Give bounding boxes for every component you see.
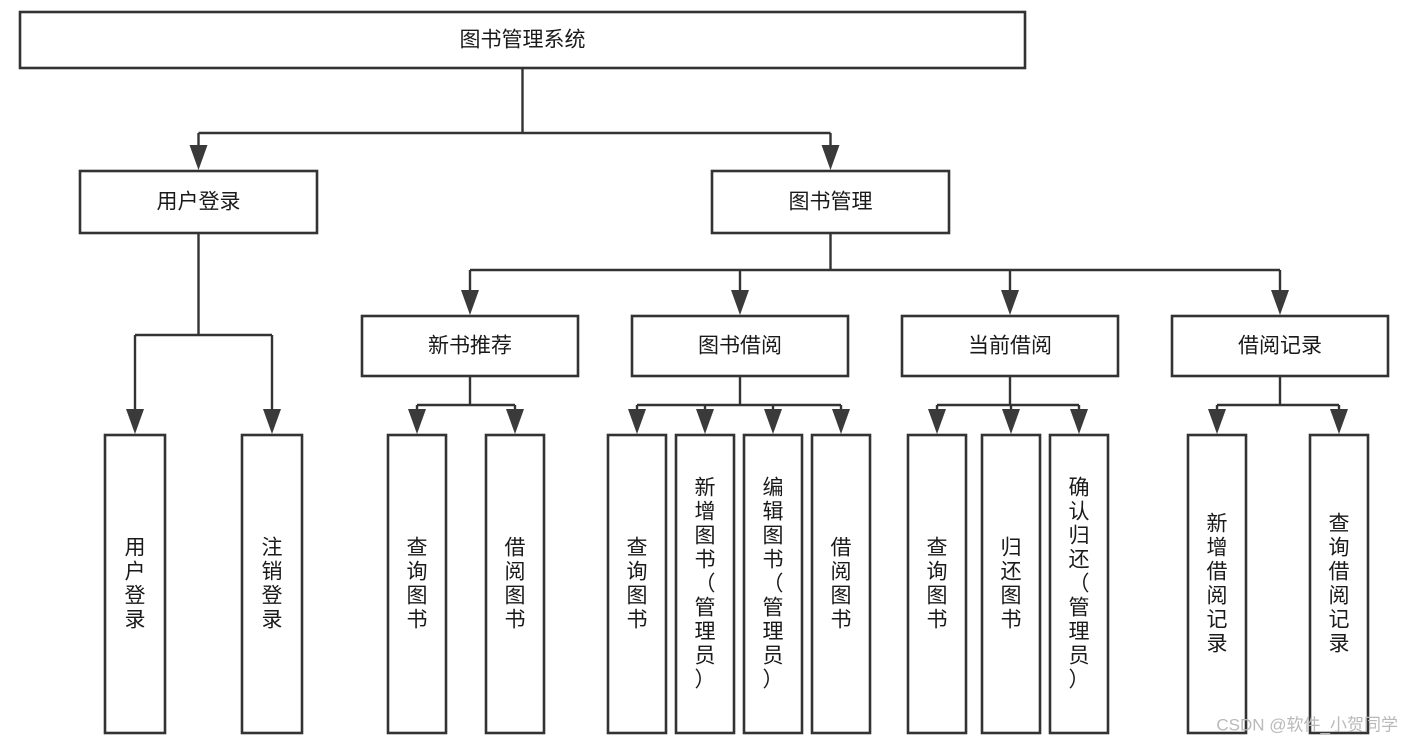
node-leaf-query-record[interactable]: 查询借阅记录 <box>1308 433 1370 735</box>
arrow-head-icon <box>263 409 281 434</box>
node-label: 新增借阅记录 <box>1207 513 1228 656</box>
arrow-head-icon <box>764 409 782 434</box>
node-label: 新增图书（管理员） <box>695 477 716 692</box>
node-box[interactable] <box>484 433 546 735</box>
node-login[interactable]: 用户登录 <box>78 169 319 235</box>
node-leaf-query-book-3[interactable]: 查询图书 <box>906 433 968 735</box>
arrow-head-icon <box>189 145 208 170</box>
node-leaf-add-record[interactable]: 新增借阅记录 <box>1186 433 1248 735</box>
arrow-head-icon <box>1001 290 1019 315</box>
arrow-head-icon <box>408 409 426 434</box>
node-label: 图书管理 <box>789 191 873 214</box>
node-label: 图书管理系统 <box>460 29 586 52</box>
arrow-head-icon <box>928 409 946 434</box>
node-leaf-query-book-1[interactable]: 查询图书 <box>386 433 448 735</box>
connector-layer <box>126 68 1348 434</box>
node-leaf-borrow-book-1[interactable]: 借阅图书 <box>484 433 546 735</box>
arrow-head-icon <box>1271 290 1289 315</box>
node-leaf-return-book[interactable]: 归还图书 <box>980 433 1042 735</box>
node-box[interactable] <box>386 433 448 735</box>
node-box[interactable] <box>1308 433 1370 735</box>
node-box[interactable] <box>810 433 872 735</box>
node-leaf-user-login[interactable]: 用户登录 <box>103 433 167 735</box>
node-label: 查询借阅记录 <box>1329 513 1350 656</box>
node-box[interactable] <box>980 433 1042 735</box>
node-label: 编辑图书（管理员） <box>763 477 784 692</box>
node-label: 图书借阅 <box>698 335 782 358</box>
arrow-head-icon <box>1002 409 1020 434</box>
arrow-head-icon <box>1208 409 1226 434</box>
arrow-head-icon <box>461 290 479 315</box>
node-label: 新书推荐 <box>428 335 512 358</box>
node-box[interactable] <box>674 433 736 735</box>
node-root[interactable]: 图书管理系统 <box>18 10 1027 70</box>
node-leaf-query-book-2[interactable]: 查询图书 <box>606 433 668 735</box>
node-box[interactable] <box>742 433 804 735</box>
node-label: 用户登录 <box>125 537 146 632</box>
node-leaf-edit-book[interactable]: 编辑图书（管理员） <box>742 433 804 735</box>
arrow-head-icon <box>1070 409 1088 434</box>
node-box[interactable] <box>630 314 850 378</box>
arrow-head-icon <box>731 290 749 315</box>
node-box[interactable] <box>360 314 580 378</box>
node-label: 借阅记录 <box>1238 335 1322 358</box>
node-box[interactable] <box>78 169 319 235</box>
node-label: 查询图书 <box>407 537 428 632</box>
node-label: 用户登录 <box>157 191 241 214</box>
node-box[interactable] <box>900 314 1120 378</box>
node-box[interactable] <box>1186 433 1248 735</box>
arrow-head-icon <box>696 409 714 434</box>
node-borrow[interactable]: 图书借阅 <box>630 314 850 378</box>
node-label: 借阅图书 <box>831 537 852 632</box>
node-box[interactable] <box>710 169 951 235</box>
node-label: 当前借阅 <box>968 335 1052 358</box>
node-current[interactable]: 当前借阅 <box>900 314 1120 378</box>
node-box[interactable] <box>1170 314 1390 378</box>
arrow-head-icon <box>628 409 646 434</box>
node-newbook[interactable]: 新书推荐 <box>360 314 580 378</box>
arrow-head-icon <box>821 145 840 170</box>
node-leaf-confirm-return[interactable]: 确认归还（管理员） <box>1048 433 1110 735</box>
node-box[interactable] <box>1048 433 1110 735</box>
node-label: 借阅图书 <box>505 537 526 632</box>
csdn-watermark: CSDN @软件_小贺同学 <box>1216 715 1398 734</box>
node-box[interactable] <box>18 10 1027 70</box>
node-box[interactable] <box>906 433 968 735</box>
node-leaf-user-logout[interactable]: 注销登录 <box>240 433 304 735</box>
node-label: 注销登录 <box>262 537 283 632</box>
node-box[interactable] <box>103 433 167 735</box>
node-label: 归还图书 <box>1001 537 1022 632</box>
arrow-head-icon <box>1330 409 1348 434</box>
arrow-head-icon <box>506 409 524 434</box>
node-layer: 图书管理系统用户登录图书管理新书推荐图书借阅当前借阅借阅记录用户登录注销登录查询… <box>18 10 1390 735</box>
arrow-head-icon <box>832 409 850 434</box>
node-label: 查询图书 <box>627 537 648 632</box>
node-label: 查询图书 <box>927 537 948 632</box>
node-records[interactable]: 借阅记录 <box>1170 314 1390 378</box>
node-bookmgmt[interactable]: 图书管理 <box>710 169 951 235</box>
node-leaf-add-book[interactable]: 新增图书（管理员） <box>674 433 736 735</box>
arrow-head-icon <box>126 409 144 434</box>
node-leaf-borrow-book-2[interactable]: 借阅图书 <box>810 433 872 735</box>
node-label: 确认归还（管理员） <box>1069 477 1090 692</box>
node-box[interactable] <box>606 433 668 735</box>
node-box[interactable] <box>240 433 304 735</box>
